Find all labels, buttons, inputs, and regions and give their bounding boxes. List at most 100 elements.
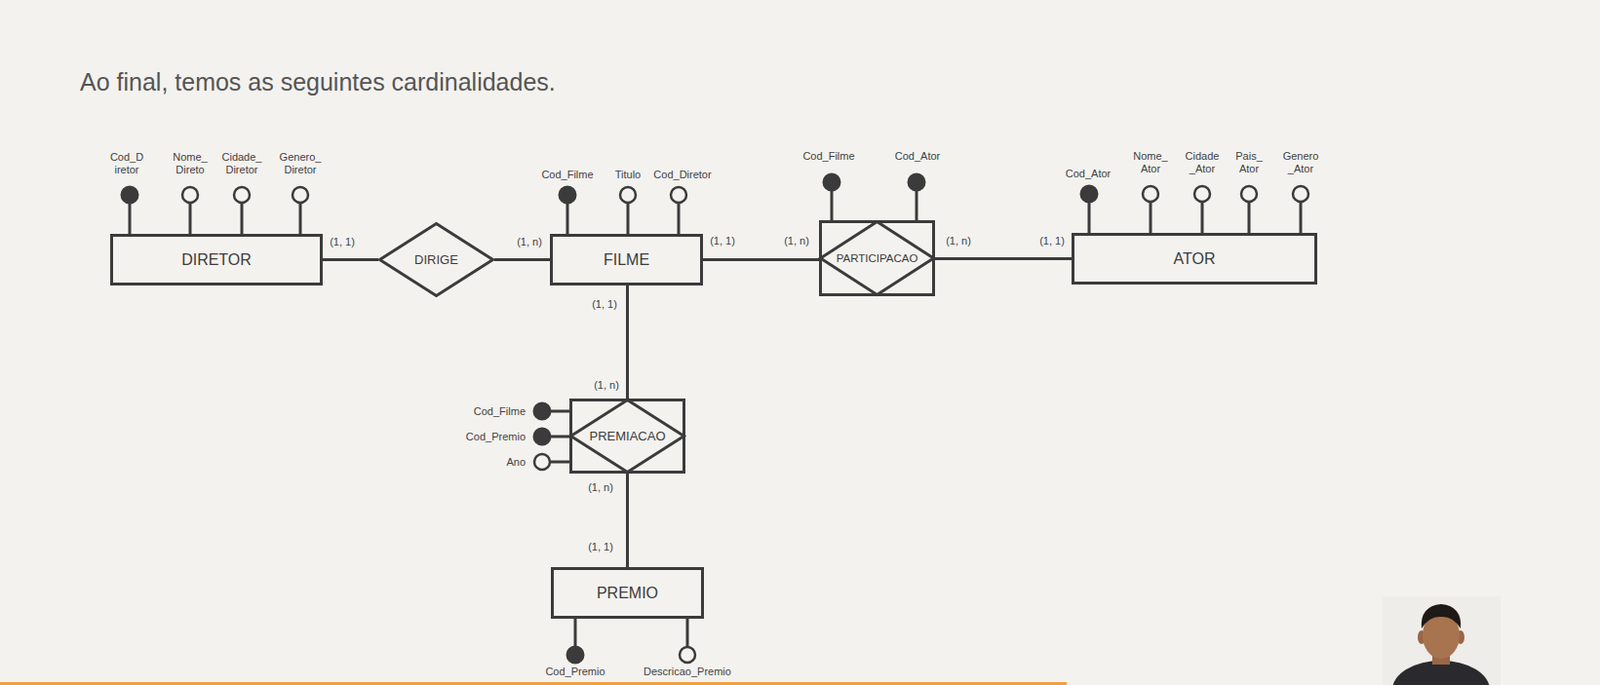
attribute-stem (574, 619, 578, 648)
attribute-name: Cidade _Ator (1185, 150, 1220, 176)
cardinality-label: (1, n) (783, 234, 810, 248)
relationship-diamond: DIRIGE (378, 222, 495, 298)
relationship-line (494, 258, 550, 262)
attribute-stem (128, 202, 132, 235)
cardinality-label: (1, 1) (1039, 234, 1065, 248)
entity-border (820, 222, 935, 296)
node-label: ATOR (1173, 250, 1216, 269)
attribute-name: Genero _Ator (1283, 150, 1320, 176)
key-attribute-dot (823, 174, 840, 191)
key-attribute-dot (567, 647, 584, 664)
attribute-name: Cod_Filme (473, 405, 526, 419)
attribute-name: Descricao_Premio (643, 665, 732, 679)
cardinality-label: (1, 1) (591, 298, 618, 312)
attribute-stem (1299, 201, 1303, 234)
attribute-stem (1149, 201, 1153, 234)
attribute-stem (915, 190, 919, 221)
diamond-border (571, 400, 685, 473)
attribute-stem (299, 202, 303, 235)
attribute-stem (189, 202, 193, 235)
attribute-name: Cod_Premio (545, 665, 605, 679)
relationship-line (625, 473, 629, 568)
attribute-dot (182, 187, 198, 203)
relationship-line (702, 258, 820, 262)
attribute-name: Nome_ Direto (172, 151, 207, 177)
attribute-name: Nome_ Ator (1132, 150, 1168, 176)
node-label: DIRIGE (414, 252, 459, 268)
key-attribute-dot (1081, 186, 1097, 202)
attribute-dot (292, 187, 309, 203)
attribute-dot (679, 647, 696, 664)
webcam-presenter (1382, 596, 1501, 685)
attribute-dot (670, 187, 687, 203)
associative-entity: PARTICIPACAO (819, 220, 936, 297)
presenter-hair (1421, 604, 1461, 629)
progress-bar (0, 682, 1067, 685)
attribute-stem (686, 619, 690, 648)
attribute-dot (1194, 186, 1210, 202)
entity-box: ATOR (1071, 233, 1318, 285)
entity-box: PREMIO (550, 567, 704, 620)
attribute-lollipops (121, 174, 1309, 664)
attribute-stem (549, 461, 570, 465)
key-attribute-dot (559, 187, 576, 203)
attribute-dot (534, 454, 550, 470)
attribute-stem (549, 435, 570, 439)
attribute-name: Cod_Filme (802, 150, 855, 163)
diagram-title: Ao final, temos as seguintes cardinalida… (79, 68, 556, 97)
cardinality-label: (1, n) (516, 235, 543, 249)
diamond-border (820, 222, 935, 296)
cardinality-label: (1, n) (587, 481, 614, 495)
cardinality-label: (1, 1) (329, 235, 355, 249)
key-attribute-dot (121, 187, 138, 203)
node-label: PARTICIPACAO (836, 252, 919, 265)
key-attribute-dot (534, 403, 550, 420)
associative-entity: PREMIACAO (569, 398, 686, 474)
cardinality-label: (1, n) (945, 234, 972, 248)
attribute-stem (1201, 201, 1205, 234)
cardinality-label: (1, n) (593, 379, 620, 392)
attribute-stem (626, 202, 630, 235)
attribute-name: Cod_D iretor (110, 151, 144, 177)
attribute-dot (1142, 186, 1159, 202)
node-label: PREMIO (596, 585, 659, 603)
key-attribute-dot (534, 429, 550, 445)
relationship-line (625, 285, 629, 399)
attribute-stem (1088, 201, 1092, 234)
cardinality-label: (1, 1) (709, 234, 736, 248)
relationship-line (935, 257, 1072, 261)
diamond-border (380, 224, 494, 297)
attribute-dot (620, 187, 636, 203)
attribute-name: Titulo (615, 168, 642, 182)
attribute-stem (240, 202, 244, 235)
attribute-stem (549, 410, 570, 414)
relationship-line (322, 258, 379, 262)
attribute-stem (566, 202, 570, 235)
attribute-name: Genero_ Diretor (279, 151, 322, 177)
entity-box: DIRETOR (110, 234, 323, 286)
cardinality-label: (1, 1) (587, 541, 614, 554)
node-label: FILME (603, 251, 650, 270)
attribute-name: Pais_ Ator (1235, 150, 1263, 176)
attribute-stem (677, 202, 681, 235)
attribute-dot (1241, 186, 1257, 202)
node-label: PREMIACAO (588, 429, 665, 444)
attribute-name: Cidade_ Diretor (222, 151, 263, 177)
entity-border (571, 400, 685, 473)
key-attribute-dot (908, 174, 925, 191)
attribute-stem (1248, 201, 1251, 234)
node-label: DIRETOR (181, 251, 252, 270)
attribute-name: Cod_Diretor (653, 168, 711, 182)
attribute-stem (830, 190, 834, 221)
attribute-dot (234, 187, 250, 203)
attribute-name: Cod_Filme (541, 168, 593, 182)
attribute-name: Ano (506, 456, 526, 469)
attribute-name: Cod_Premio (466, 430, 526, 444)
attribute-dot (1292, 186, 1309, 202)
attribute-name: Cod_Ator (1065, 167, 1111, 181)
entity-box: FILME (549, 234, 703, 286)
attribute-name: Cod_Ator (895, 150, 940, 163)
